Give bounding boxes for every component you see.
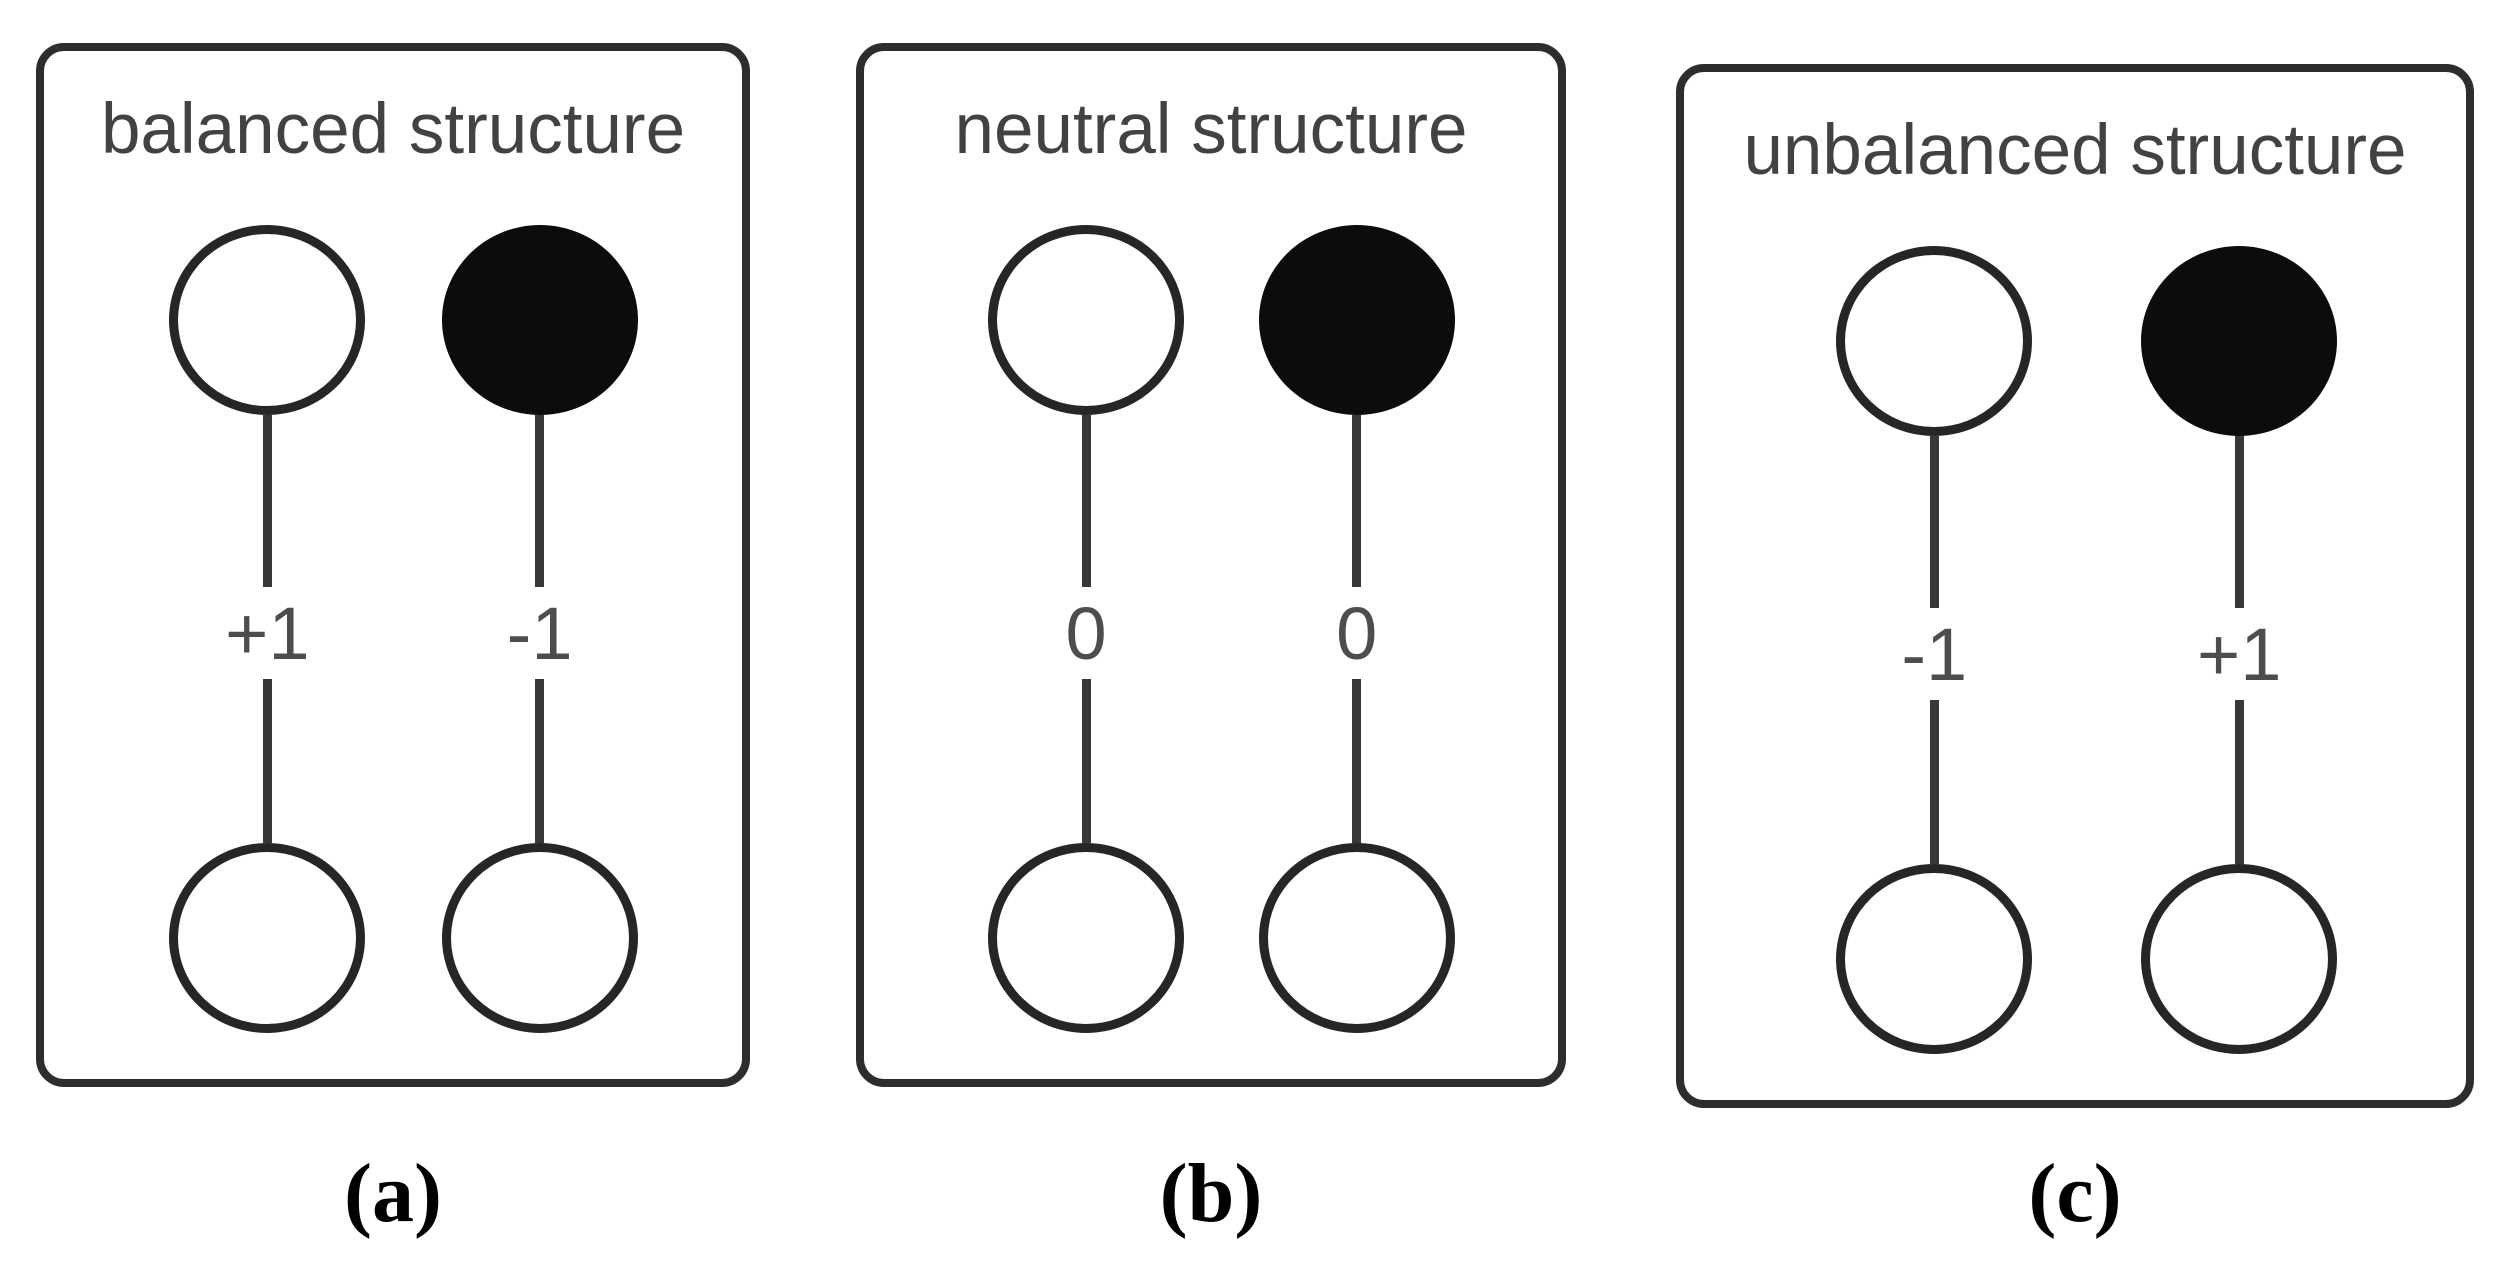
edge-sign-label: -1 [506, 591, 573, 675]
edge-line-upper [2234, 436, 2244, 608]
node-bottom-right [1258, 843, 1455, 1033]
panel-balanced-structure: balanced structure +1 -1 [36, 43, 750, 1087]
edge-column-right: -1 [430, 225, 650, 1033]
node-top-left [1836, 246, 2033, 436]
edge-sign-label: +1 [225, 591, 310, 675]
edge-column-left: 0 [976, 225, 1196, 1033]
node-top-right [1258, 225, 1455, 415]
edge-line-lower [262, 679, 272, 843]
caption-a: (a) [344, 1147, 442, 1240]
node-top-left [988, 225, 1185, 415]
edge-column-right: 0 [1247, 225, 1467, 1033]
node-top-right [2141, 246, 2338, 436]
edge-line-upper [535, 415, 545, 587]
edge-sign-label: 0 [1065, 591, 1107, 675]
node-bottom-right [2141, 864, 2338, 1054]
edge-column-right: +1 [2129, 246, 2349, 1054]
edge-line-upper [1352, 415, 1362, 587]
edge-line-upper [1929, 436, 1939, 608]
node-bottom-right [441, 843, 638, 1033]
edge-column-left: -1 [1824, 246, 2044, 1054]
node-bottom-left [1836, 864, 2033, 1054]
edge-line-upper [1081, 415, 1091, 587]
panel-title: unbalanced structure [1743, 111, 2407, 190]
panel-title: neutral structure [954, 90, 1468, 169]
edge-line-lower [535, 679, 545, 843]
node-top-right [441, 225, 638, 415]
edge-line-lower [1081, 679, 1091, 843]
edge-column-left: +1 [157, 225, 377, 1033]
edge-sign-label: -1 [1901, 612, 1968, 696]
edge-line-lower [2234, 700, 2244, 864]
panel-neutral-structure: neutral structure 0 0 [856, 43, 1566, 1087]
edge-line-upper [262, 415, 272, 587]
panel-title: balanced structure [100, 90, 686, 169]
node-bottom-left [988, 843, 1185, 1033]
edge-sign-label: 0 [1336, 591, 1378, 675]
node-bottom-left [169, 843, 366, 1033]
caption-c: (c) [2028, 1147, 2122, 1240]
caption-b: (b) [1159, 1147, 1263, 1240]
edge-line-lower [1929, 700, 1939, 864]
node-top-left [169, 225, 366, 415]
panel-unbalanced-structure: unbalanced structure -1 +1 [1676, 64, 2474, 1108]
edge-line-lower [1352, 679, 1362, 843]
edge-sign-label: +1 [2197, 612, 2282, 696]
